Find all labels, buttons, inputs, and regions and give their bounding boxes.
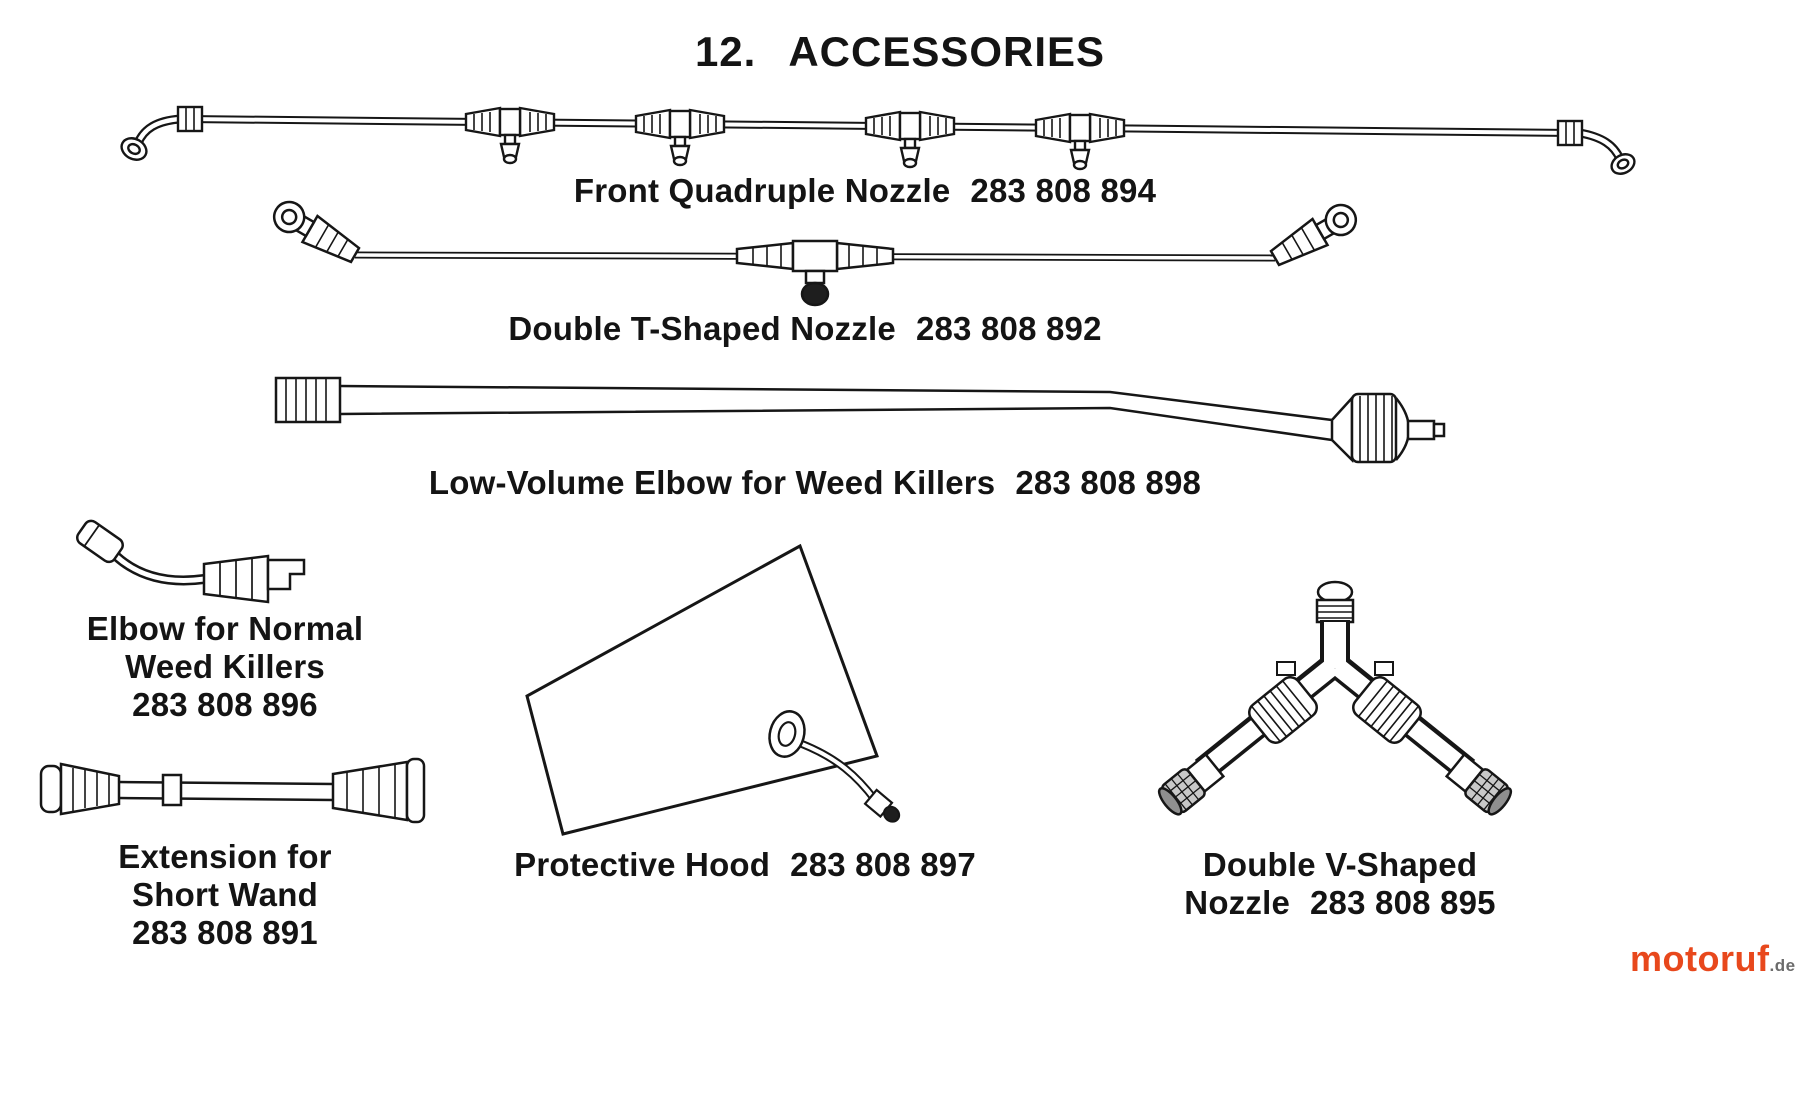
part-name: Double T-Shaped Nozzle <box>508 310 896 347</box>
watermark-brand: motoruf <box>1630 938 1770 979</box>
part-label-low-volume-elbow: Low-Volume Elbow for Weed Killers 283 808… <box>300 464 1330 502</box>
part-number: 283 808 895 <box>1310 884 1496 921</box>
double-t-shaped-nozzle-drawing <box>272 200 1358 307</box>
part-label-protective-hood: Protective Hood 283 808 897 <box>420 846 1070 884</box>
part-name: Low-Volume Elbow for Weed Killers <box>428 464 996 501</box>
page-title: 12. ACCESSORIES <box>0 28 1800 76</box>
double-v-shaped-nozzle-drawing <box>1153 580 1517 820</box>
part-name: Double V-Shaped Nozzle <box>1184 846 1478 921</box>
section-title: ACCESSORIES <box>788 28 1106 75</box>
part-number: 283 808 891 <box>132 914 318 951</box>
part-number: 283 808 894 <box>970 172 1157 209</box>
part-number: 283 808 896 <box>132 686 318 723</box>
part-name: Protective Hood <box>514 846 771 883</box>
watermark-tld: .de <box>1769 956 1796 975</box>
part-label-double-t-shaped-nozzle: Double T-Shaped Nozzle 283 808 892 <box>330 310 1280 348</box>
part-name: Front Quadruple Nozzle <box>573 172 951 209</box>
part-number: 283 808 897 <box>790 846 976 883</box>
front-quadruple-nozzle-drawing <box>120 105 1636 175</box>
part-name: Elbow for Normal Weed Killers <box>86 610 364 685</box>
part-number: 283 808 892 <box>915 310 1102 347</box>
protective-hood-drawing <box>525 543 901 836</box>
part-number: 283 808 898 <box>1015 464 1202 501</box>
part-label-front-quadruple-nozzle: Front Quadruple Nozzle 283 808 894 <box>350 172 1380 210</box>
extension-short-wand-drawing <box>39 757 426 824</box>
elbow-normal-weed-killers-drawing <box>75 519 306 604</box>
section-number: 12. <box>694 28 757 75</box>
part-name: Extension for Short Wand <box>118 838 332 913</box>
watermark: motoruf.de <box>1630 938 1796 980</box>
low-volume-elbow-drawing <box>274 376 1446 464</box>
